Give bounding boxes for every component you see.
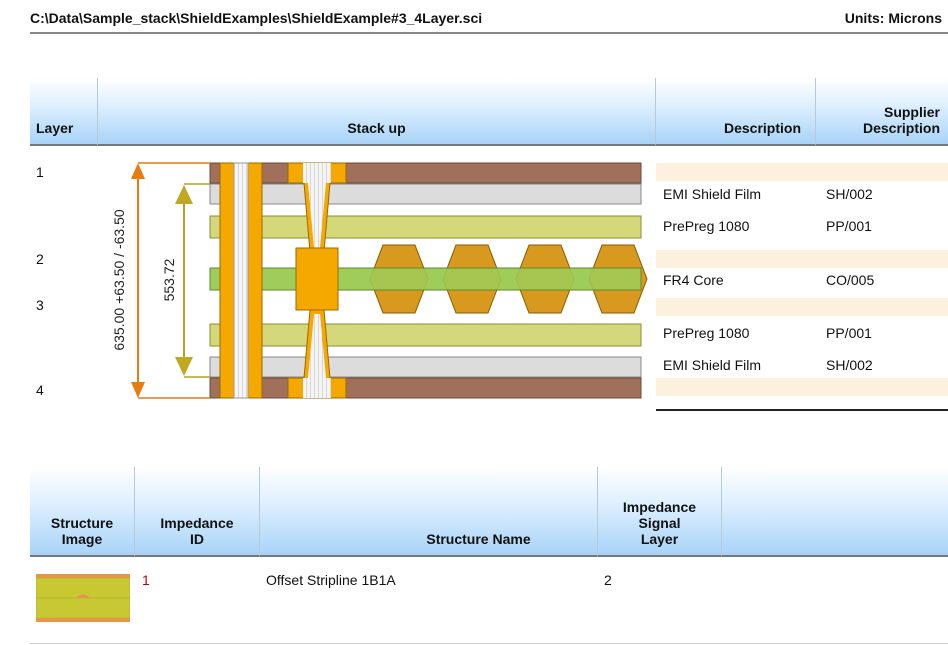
- row-stripe: [656, 250, 948, 268]
- col-header-structure-name: Structure Name: [260, 467, 598, 557]
- inner-thickness-dimension: [175, 183, 210, 378]
- col-header-blank: [722, 467, 948, 557]
- col-header-structure-image: Structure Image: [30, 467, 135, 557]
- col-header-stackup: Stack up: [98, 78, 656, 146]
- col-header-signal-layer: Impedance Signal Layer: [598, 467, 722, 557]
- supplier-description: PP/001: [826, 218, 872, 234]
- layer-number: 3: [36, 297, 44, 313]
- top-prepreg: [209, 215, 642, 239]
- layer-number: 1: [36, 164, 44, 180]
- page-header: C:\Data\Sample_stack\ShieldExamples\Shie…: [30, 10, 948, 34]
- row-stripe: [656, 378, 948, 396]
- col-header-description: Description: [656, 78, 816, 146]
- bottom-shield-film: [209, 356, 642, 378]
- impedance-id: 1: [142, 572, 150, 588]
- row-stripe: [656, 163, 948, 181]
- material-description: EMI Shield Film: [663, 357, 762, 373]
- col-header-layer: Layer: [30, 78, 98, 146]
- row-stripe: [656, 298, 948, 316]
- supplier-description: PP/001: [826, 325, 872, 341]
- inner-thickness-label: 553.72: [161, 258, 177, 301]
- stackup-diagram: 635.00 +63.50 / -63.50 553.72: [111, 162, 648, 399]
- row-divider: [30, 643, 948, 644]
- supplier-description: CO/005: [826, 272, 875, 288]
- units-label: Units: Microns: [844, 10, 942, 26]
- total-thickness-label: 635.00 +63.50 / -63.50: [111, 209, 127, 350]
- material-description: FR4 Core: [663, 272, 724, 288]
- bottom-copper-layer: [209, 377, 642, 399]
- top-shield-film: [209, 183, 642, 205]
- file-path: C:\Data\Sample_stack\ShieldExamples\Shie…: [30, 10, 483, 26]
- supplier-description: SH/002: [826, 357, 873, 373]
- supplier-description: SH/002: [826, 186, 873, 202]
- total-thickness-dimension: [131, 162, 210, 399]
- bottom-prepreg: [209, 323, 642, 347]
- material-description: EMI Shield Film: [663, 186, 762, 202]
- signal-layer: 2: [604, 572, 612, 588]
- col-header-impedance-id: Impedance ID: [135, 467, 260, 557]
- structure-image-thumbnail: [36, 574, 130, 622]
- top-copper-layer: [209, 162, 642, 184]
- structure-name: Offset Stripline 1B1A: [266, 572, 396, 588]
- stackup-table-bottom-rule: [656, 409, 948, 411]
- layer-number: 2: [36, 251, 44, 267]
- col-header-supplier: Supplier Description: [816, 78, 948, 146]
- buried-via-pad: [295, 247, 339, 311]
- material-description: PrePreg 1080: [663, 325, 750, 341]
- through-via-barrel: [233, 162, 249, 399]
- material-description: PrePreg 1080: [663, 218, 750, 234]
- layer-number: 4: [36, 382, 44, 398]
